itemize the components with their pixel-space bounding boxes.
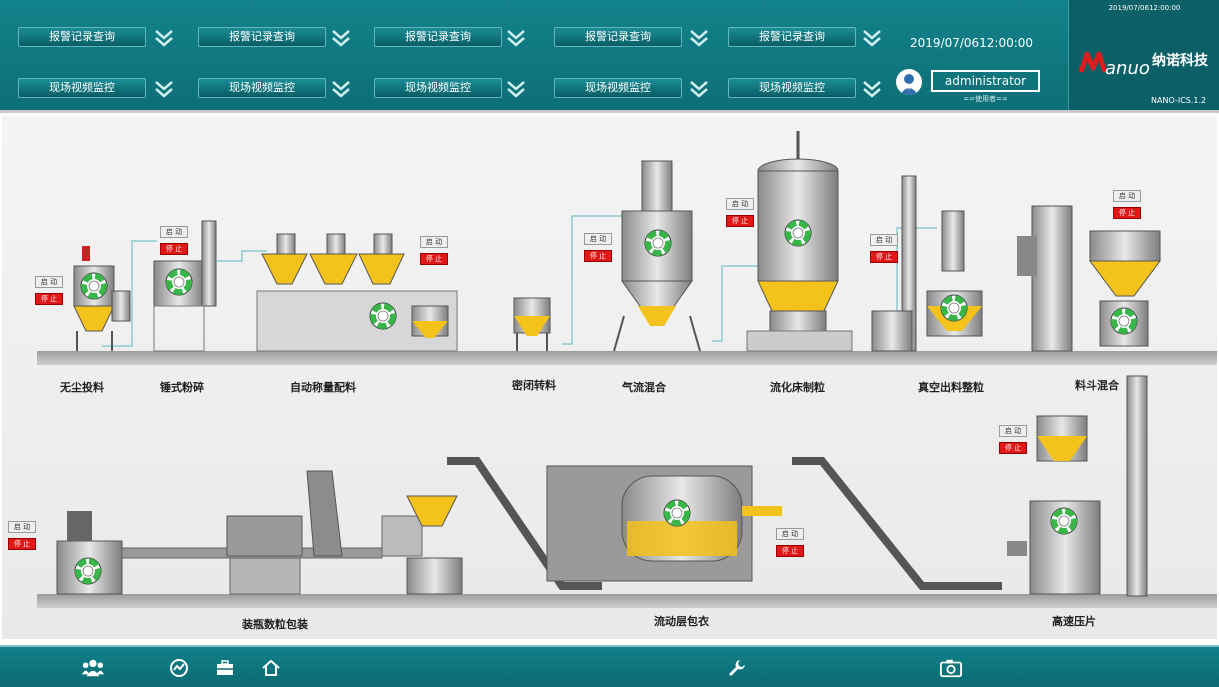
bottle-packaging-line[interactable] bbox=[56, 470, 463, 595]
stop-button[interactable]: 停 止 bbox=[584, 250, 612, 262]
hopper-mixer-machine[interactable] bbox=[1017, 205, 1161, 352]
user-role-label: ==使用者== bbox=[963, 95, 1008, 103]
brand-name-cn: 纳诺科技 bbox=[1152, 53, 1208, 69]
fluid-bed-coater[interactable] bbox=[546, 465, 782, 582]
stop-button[interactable]: 停 止 bbox=[420, 253, 448, 265]
chevron-down-icon[interactable] bbox=[153, 78, 175, 100]
incline-conveyor-1 bbox=[447, 457, 602, 590]
wrench-icon[interactable] bbox=[726, 657, 748, 679]
closed-transfer-machine[interactable] bbox=[513, 297, 551, 351]
stop-button[interactable]: 停 止 bbox=[776, 545, 804, 557]
upper-floor bbox=[37, 351, 1217, 365]
auto-weighing-machine[interactable] bbox=[256, 233, 458, 352]
chevron-down-icon[interactable] bbox=[505, 78, 527, 100]
video-monitor-button-3[interactable]: 现场视频监控 bbox=[374, 78, 502, 98]
start-button[interactable]: 启 动 bbox=[160, 226, 188, 238]
chevron-down-icon[interactable] bbox=[688, 27, 710, 49]
video-monitor-button-5[interactable]: 现场视频监控 bbox=[728, 78, 856, 98]
process-diagram-area: 启 动 停 止 启 动 停 止 启 动 停 止 启 动 停 止 启 动 停 止 … bbox=[0, 110, 1219, 645]
stage-label-dust-free-feeding: 无尘投料 bbox=[60, 381, 104, 394]
stage-label-auto-weighing: 自动称量配料 bbox=[290, 381, 356, 394]
brand-panel: 2019/07/0612:00:00 anuo 纳诺科技 NANO-ICS.1.… bbox=[1068, 0, 1219, 110]
chevron-down-icon[interactable] bbox=[861, 78, 883, 100]
stop-button[interactable]: 停 止 bbox=[160, 243, 188, 255]
camera-icon[interactable] bbox=[940, 657, 962, 679]
chevron-down-icon[interactable] bbox=[153, 27, 175, 49]
user-avatar[interactable] bbox=[896, 69, 922, 95]
vacuum-discharge-machine[interactable] bbox=[871, 175, 983, 352]
video-monitor-button-2[interactable]: 现场视频监控 bbox=[198, 78, 326, 98]
chevron-down-icon[interactable] bbox=[861, 27, 883, 49]
dust-free-feeding-machine[interactable] bbox=[73, 246, 131, 351]
stage-label-bottle-packaging: 装瓶数粒包装 bbox=[242, 618, 308, 631]
stage-label-tablet-press: 高速压片 bbox=[1052, 615, 1096, 628]
version-label: NANO-ICS.1.2 bbox=[1151, 96, 1207, 105]
control-bottle-packaging: 启 动 停 止 bbox=[8, 521, 36, 550]
alarm-query-button-4[interactable]: 报警记录查询 bbox=[554, 27, 682, 47]
alarm-query-button-3[interactable]: 报警记录查询 bbox=[374, 27, 502, 47]
username-display[interactable]: administrator bbox=[931, 70, 1040, 92]
home-icon[interactable] bbox=[260, 657, 282, 679]
alarm-query-button-1[interactable]: 报警记录查询 bbox=[18, 27, 146, 47]
lower-floor bbox=[37, 594, 1217, 608]
chevron-down-icon[interactable] bbox=[330, 78, 352, 100]
toolbox-icon[interactable] bbox=[214, 657, 236, 679]
process-panel: 启 动 停 止 启 动 停 止 启 动 停 止 启 动 停 止 启 动 停 止 … bbox=[2, 116, 1217, 639]
chevron-down-icon[interactable] bbox=[330, 27, 352, 49]
start-button[interactable]: 启 动 bbox=[420, 236, 448, 248]
stage-label-airflow-mixing: 气流混合 bbox=[622, 381, 666, 394]
stop-button[interactable]: 停 止 bbox=[999, 442, 1027, 454]
chevron-down-icon[interactable] bbox=[688, 78, 710, 100]
brand-name-en: anuo bbox=[1105, 58, 1150, 79]
stage-label-hammer-mill: 锤式粉碎 bbox=[160, 381, 204, 394]
high-speed-tablet-press[interactable] bbox=[1007, 375, 1148, 597]
control-vacuum-discharge: 启 动 停 止 bbox=[870, 234, 898, 263]
start-button[interactable]: 启 动 bbox=[35, 276, 63, 288]
start-button[interactable]: 启 动 bbox=[726, 198, 754, 210]
fluid-bed-granulator[interactable] bbox=[746, 131, 853, 352]
stage-label-hopper-mixing: 料斗混合 bbox=[1075, 379, 1119, 392]
brand-clock: 2019/07/0612:00:00 bbox=[1108, 4, 1181, 12]
nanuo-logo-icon bbox=[1079, 51, 1108, 73]
control-auto-weighing: 启 动 停 止 bbox=[420, 236, 448, 265]
user-icon bbox=[900, 74, 918, 95]
video-monitor-button-4[interactable]: 现场视频监控 bbox=[554, 78, 682, 98]
control-airflow-mixing: 启 动 停 止 bbox=[584, 233, 612, 262]
hammer-mill-machine[interactable] bbox=[153, 220, 217, 352]
chevron-down-icon[interactable] bbox=[505, 27, 527, 49]
start-button[interactable]: 启 动 bbox=[584, 233, 612, 245]
process-line-diagram bbox=[37, 131, 1217, 608]
video-monitor-button-1[interactable]: 现场视频监控 bbox=[18, 78, 146, 98]
control-fluid-bed-granulation: 启 动 停 止 bbox=[726, 198, 754, 227]
alarm-query-button-5[interactable]: 报警记录查询 bbox=[728, 27, 856, 47]
stage-label-closed-transfer: 密闭转料 bbox=[512, 379, 556, 392]
stop-button[interactable]: 停 止 bbox=[870, 251, 898, 263]
start-button[interactable]: 启 动 bbox=[776, 528, 804, 540]
start-button[interactable]: 启 动 bbox=[8, 521, 36, 533]
control-hopper-mixing: 启 动 停 止 bbox=[1113, 190, 1141, 219]
start-button[interactable]: 启 动 bbox=[870, 234, 898, 246]
stage-label-fluid-bed-granulation: 流化床制粒 bbox=[770, 381, 825, 394]
control-fluid-bed-coating: 启 动 停 止 bbox=[776, 528, 804, 557]
control-dust-free-feeding: 启 动 停 止 bbox=[35, 276, 63, 305]
stop-button[interactable]: 停 止 bbox=[1113, 207, 1141, 219]
start-button[interactable]: 启 动 bbox=[999, 425, 1027, 437]
current-datetime: 2019/07/0612:00:00 bbox=[910, 36, 1034, 50]
stage-label-fluid-bed-coating: 流动层包衣 bbox=[654, 615, 709, 628]
chart-icon[interactable] bbox=[168, 657, 190, 679]
stop-button[interactable]: 停 止 bbox=[726, 215, 754, 227]
stop-button[interactable]: 停 止 bbox=[8, 538, 36, 550]
control-hammer-mill: 启 动 停 止 bbox=[160, 226, 188, 255]
bottom-toolbar bbox=[0, 645, 1219, 687]
users-icon[interactable] bbox=[82, 657, 104, 679]
alarm-query-button-2[interactable]: 报警记录查询 bbox=[198, 27, 326, 47]
incline-conveyor-2 bbox=[792, 457, 1002, 590]
top-toolbar: 报警记录查询 报警记录查询 报警记录查询 报警记录查询 报警记录查询 现场视频监… bbox=[0, 0, 1219, 110]
stage-label-vacuum-discharge: 真空出料整粒 bbox=[918, 381, 984, 394]
start-button[interactable]: 启 动 bbox=[1113, 190, 1141, 202]
airflow-mixer-machine[interactable] bbox=[613, 160, 701, 352]
stop-button[interactable]: 停 止 bbox=[35, 293, 63, 305]
control-tablet-press: 启 动 停 止 bbox=[999, 425, 1027, 454]
